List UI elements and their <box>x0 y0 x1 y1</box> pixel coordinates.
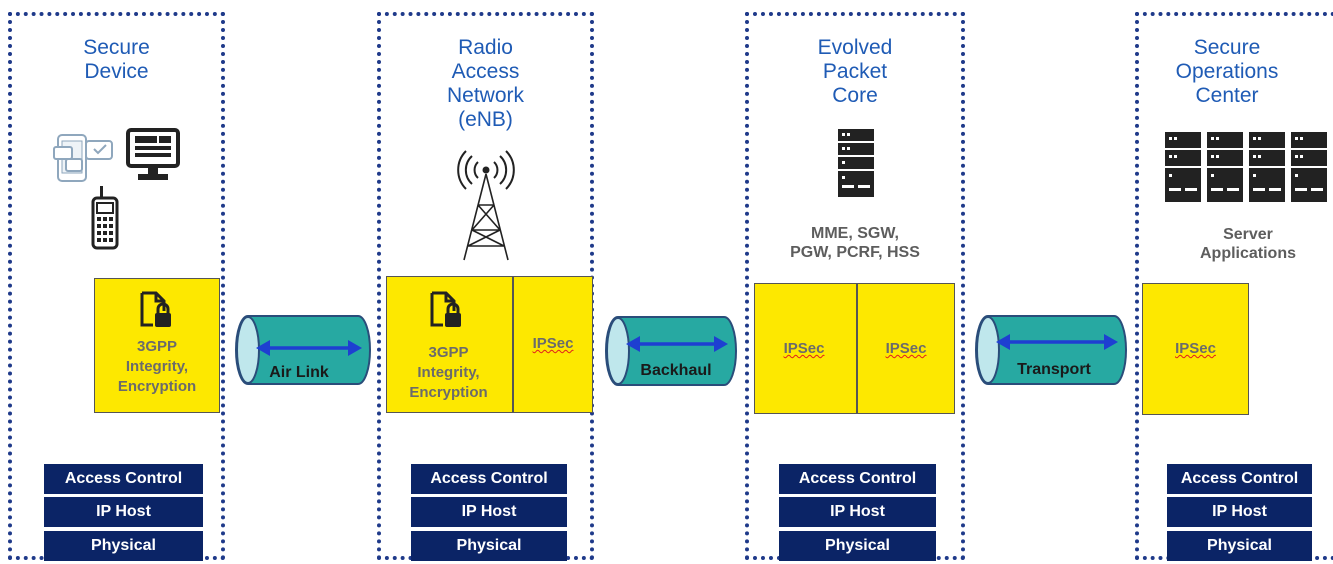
link-label-backhaul: Backhaul <box>640 362 711 379</box>
security-box-epc: IPSec IPSec <box>754 283 955 414</box>
stack-ip-host: IP Host <box>44 497 203 527</box>
cell-tower-icon <box>457 150 515 261</box>
epc-components-caption: MME, SGW, PGW, PCRF, HSS <box>790 225 920 261</box>
security-box-soc: IPSec <box>1142 283 1249 415</box>
handheld-radio-icon <box>91 186 119 250</box>
stack-physical: Physical <box>1167 531 1312 561</box>
stack-access-control: Access Control <box>1167 464 1312 494</box>
air-link-pipe: Air Link <box>235 315 371 385</box>
zone-title-secure-device: Secure Device <box>83 36 150 83</box>
stack-physical: Physical <box>411 531 567 561</box>
stack-physical: Physical <box>779 531 936 561</box>
link-label-air-link: Air Link <box>269 364 329 381</box>
server-cluster-icon <box>1165 132 1327 202</box>
stack-access-control: Access Control <box>44 464 203 494</box>
security-box-ran: 3GPP Integrity, Encryption IPSec <box>386 276 593 413</box>
security-box-divider <box>856 284 858 413</box>
zone-title-soc: Secure Operations Center <box>1175 36 1279 107</box>
ipsec-label: IPSec <box>532 335 574 352</box>
zone-title-epc: Evolved Packet Core <box>817 36 893 107</box>
server-applications-caption: Server Applications <box>1199 226 1296 262</box>
ipsec-label-right: IPSec <box>885 340 927 357</box>
backhaul-pipe: Backhaul <box>605 316 737 386</box>
stack-ip-host: IP Host <box>779 497 936 527</box>
stack-ip-host: IP Host <box>411 497 567 527</box>
lock-document-icon <box>430 291 461 327</box>
ipsec-label: IPSec <box>1175 340 1216 357</box>
stack-ip-host: IP Host <box>1167 497 1312 527</box>
security-box-text: 3GPP Integrity, Encryption <box>409 344 488 401</box>
link-label-transport: Transport <box>1017 361 1091 378</box>
desktop-monitor-icon <box>126 128 180 180</box>
lock-document-icon <box>140 291 171 327</box>
tablet-phone-icon <box>53 134 113 182</box>
security-box-device: 3GPP Integrity, Encryption <box>94 278 220 413</box>
transport-pipe: Transport <box>975 315 1127 385</box>
stack-access-control: Access Control <box>779 464 936 494</box>
stack-physical: Physical <box>44 531 203 561</box>
security-box-text: 3GPP Integrity, Encryption <box>117 338 197 395</box>
ipsec-label-left: IPSec <box>783 340 825 357</box>
zone-title-ran: Radio Access Network (eNB) <box>446 36 525 131</box>
security-box-divider <box>512 277 514 412</box>
server-rack-icon <box>838 129 874 197</box>
stack-access-control: Access Control <box>411 464 567 494</box>
